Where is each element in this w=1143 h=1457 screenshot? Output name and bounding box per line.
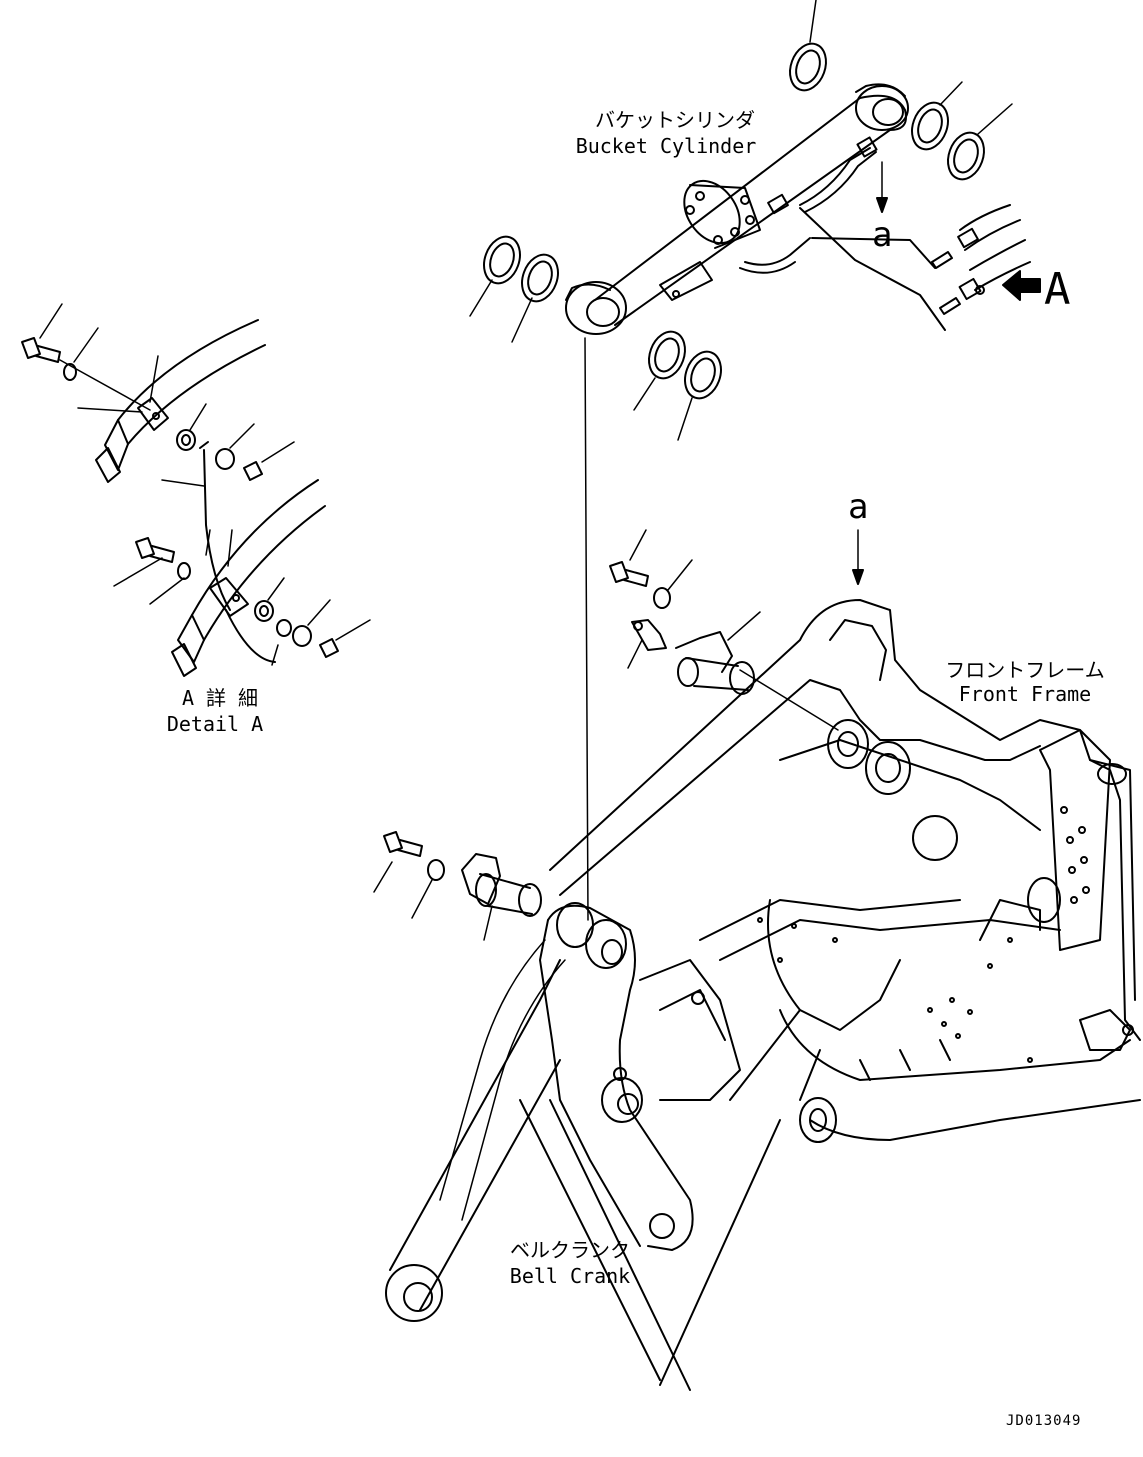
reference-arrow-a-bottom bbox=[852, 529, 864, 585]
center-pin-fasteners bbox=[383, 561, 755, 917]
center-pin-leader-lines bbox=[373, 529, 761, 941]
reference-arrow-a-top bbox=[876, 161, 888, 213]
detail-a-leader-lines bbox=[39, 303, 371, 666]
front-frame-label-en: Front Frame bbox=[958, 682, 1092, 706]
bucket-cylinder-label-jp: バケットシリンダ bbox=[595, 108, 755, 132]
bucket-cylinder-label-en: Bucket Cylinder bbox=[575, 134, 757, 158]
bell-crank bbox=[385, 902, 801, 1391]
view-arrow-label: A bbox=[1044, 264, 1071, 315]
view-direction-arrow bbox=[1002, 270, 1041, 301]
detail-a-label-jp: A 詳 細 bbox=[181, 686, 259, 710]
bucket-cylinder-assembly bbox=[565, 83, 946, 335]
reference-label-a-bottom: a bbox=[848, 487, 869, 527]
boom-arm-outline bbox=[439, 939, 566, 1221]
bell-crank-label-en: Bell Crank bbox=[509, 1264, 631, 1288]
front-frame-label-jp: フロントフレーム bbox=[945, 658, 1105, 682]
detail-a-assembly bbox=[21, 319, 339, 677]
drawing-number: JD013049 bbox=[1006, 1413, 1082, 1429]
leader-lines bbox=[469, 0, 1013, 921]
reference-label-a-top: a bbox=[872, 215, 893, 255]
bell-crank-label-jp: ベルクランク bbox=[510, 1238, 630, 1262]
front-frame bbox=[549, 599, 1141, 1143]
hose-clamp-detail-small bbox=[931, 204, 1031, 315]
cylinder-pin-washers bbox=[483, 42, 985, 400]
detail-a-label-en: Detail A bbox=[166, 712, 264, 736]
